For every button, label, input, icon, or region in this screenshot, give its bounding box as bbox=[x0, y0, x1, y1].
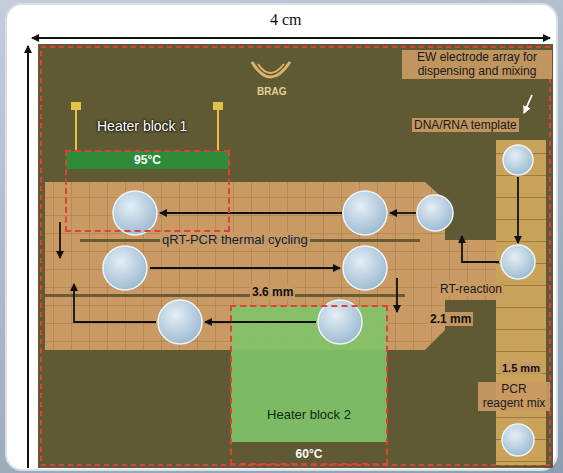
heater-name: Heater block 2 bbox=[267, 407, 351, 423]
flow-arrow bbox=[59, 222, 61, 258]
flow-arrow bbox=[390, 212, 416, 214]
flow-arrow bbox=[462, 236, 499, 262]
flow-arrows bbox=[60, 177, 518, 322]
heater-pad bbox=[213, 102, 223, 110]
droplet bbox=[158, 300, 202, 344]
callout-label: EW electrode array for dispensing and mi… bbox=[402, 50, 552, 79]
height-dimension bbox=[27, 46, 29, 468]
droplet bbox=[501, 245, 535, 279]
heater-pad bbox=[71, 102, 81, 110]
callout-label: RT-reaction bbox=[438, 282, 504, 296]
dimension-label: 2.1 mm bbox=[428, 312, 473, 326]
temperature-label: 95°C bbox=[134, 153, 161, 167]
droplet bbox=[417, 195, 453, 231]
flow-arrow bbox=[205, 321, 316, 323]
width-dimension bbox=[32, 37, 550, 39]
flow-arrow bbox=[160, 212, 342, 214]
chip-outline bbox=[41, 47, 550, 465]
callout-label: DNA/RNA template bbox=[412, 118, 519, 132]
heater-wire bbox=[217, 108, 219, 151]
flow-arrow bbox=[396, 278, 398, 312]
logo-text: BRAG bbox=[255, 86, 288, 98]
temperature-label: 60°C bbox=[296, 447, 323, 461]
droplet bbox=[502, 424, 534, 456]
flow-arrow bbox=[74, 284, 156, 322]
droplets bbox=[103, 145, 535, 456]
heater-2-fill bbox=[231, 306, 387, 442]
droplet bbox=[113, 191, 157, 235]
row-gap bbox=[45, 294, 405, 297]
dimension-label: 3.6 mm bbox=[250, 285, 295, 299]
callout-label: PCR reagent mix bbox=[478, 382, 550, 411]
flow-arrow bbox=[150, 267, 340, 269]
pointer-arrow bbox=[524, 95, 532, 113]
dimension-label: 4 cm bbox=[268, 10, 304, 29]
droplet bbox=[343, 191, 387, 235]
droplet bbox=[503, 145, 533, 175]
heater-wire bbox=[75, 108, 77, 151]
white-frame bbox=[6, 4, 557, 470]
region-label: qRT-PCR thermal cycling bbox=[160, 232, 310, 248]
logo-mark bbox=[258, 64, 284, 73]
heater-1-strip bbox=[66, 151, 229, 169]
chip-substrate bbox=[38, 44, 553, 468]
flow-arrow bbox=[517, 177, 519, 243]
droplet bbox=[103, 246, 147, 290]
droplet bbox=[343, 246, 387, 290]
logo-mark bbox=[252, 62, 290, 77]
heater-block: Heater block 195°C bbox=[65, 150, 230, 232]
dispensing-column bbox=[496, 140, 546, 465]
dimension-label: 1.5 mm bbox=[500, 362, 542, 375]
heater-name: Heater block 1 bbox=[97, 118, 187, 135]
heater-block: Heater block 2 60°C bbox=[230, 305, 388, 465]
